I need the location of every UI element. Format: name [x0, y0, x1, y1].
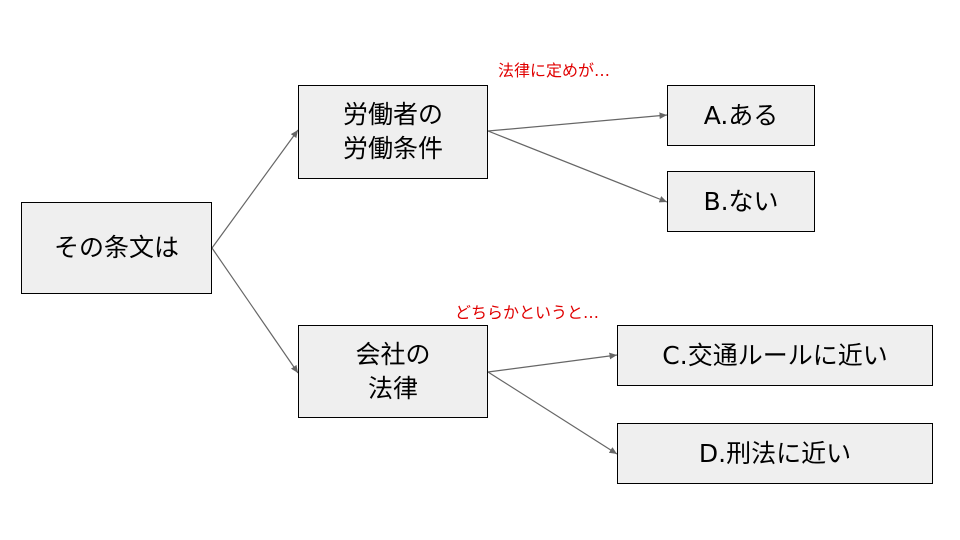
- branch-top-line1: 労働者の: [342, 100, 443, 130]
- arrow-top-to-a: [487, 112, 668, 132]
- leaf-node-c: C.交通ルールに近い: [617, 325, 933, 386]
- leaf-d-label: D.刑法に近い: [698, 438, 852, 468]
- root-node-label: その条文は: [53, 233, 179, 263]
- leaf-b-label: B.ない: [703, 186, 779, 216]
- branch-bottom-line2: 法律: [367, 373, 418, 403]
- branch-node-company-law: 会社の 法律: [298, 325, 488, 418]
- leaf-a-label: A.ある: [703, 100, 779, 130]
- branch-bottom-line1: 会社の: [355, 339, 431, 369]
- annotation-top: 法律に定めが…: [498, 61, 611, 80]
- leaf-node-b: B.ない: [667, 171, 815, 232]
- leaf-c-label: C.交通ルールに近い: [662, 340, 888, 370]
- branch-node-working-conditions: 労働者の 労働条件: [298, 85, 488, 179]
- root-node: その条文は: [21, 202, 212, 294]
- arrow-bottom-to-c: [487, 352, 618, 373]
- branch-top-line2: 労働条件: [342, 134, 443, 163]
- leaf-node-a: A.ある: [667, 85, 815, 146]
- arrow-root-to-top: [211, 129, 299, 249]
- arrow-top-to-b: [487, 130, 668, 203]
- annotation-bottom: どちらかというと…: [455, 303, 600, 322]
- arrow-root-to-bottom: [211, 247, 299, 374]
- arrow-bottom-to-d: [487, 371, 618, 455]
- leaf-node-d: D.刑法に近い: [617, 423, 933, 484]
